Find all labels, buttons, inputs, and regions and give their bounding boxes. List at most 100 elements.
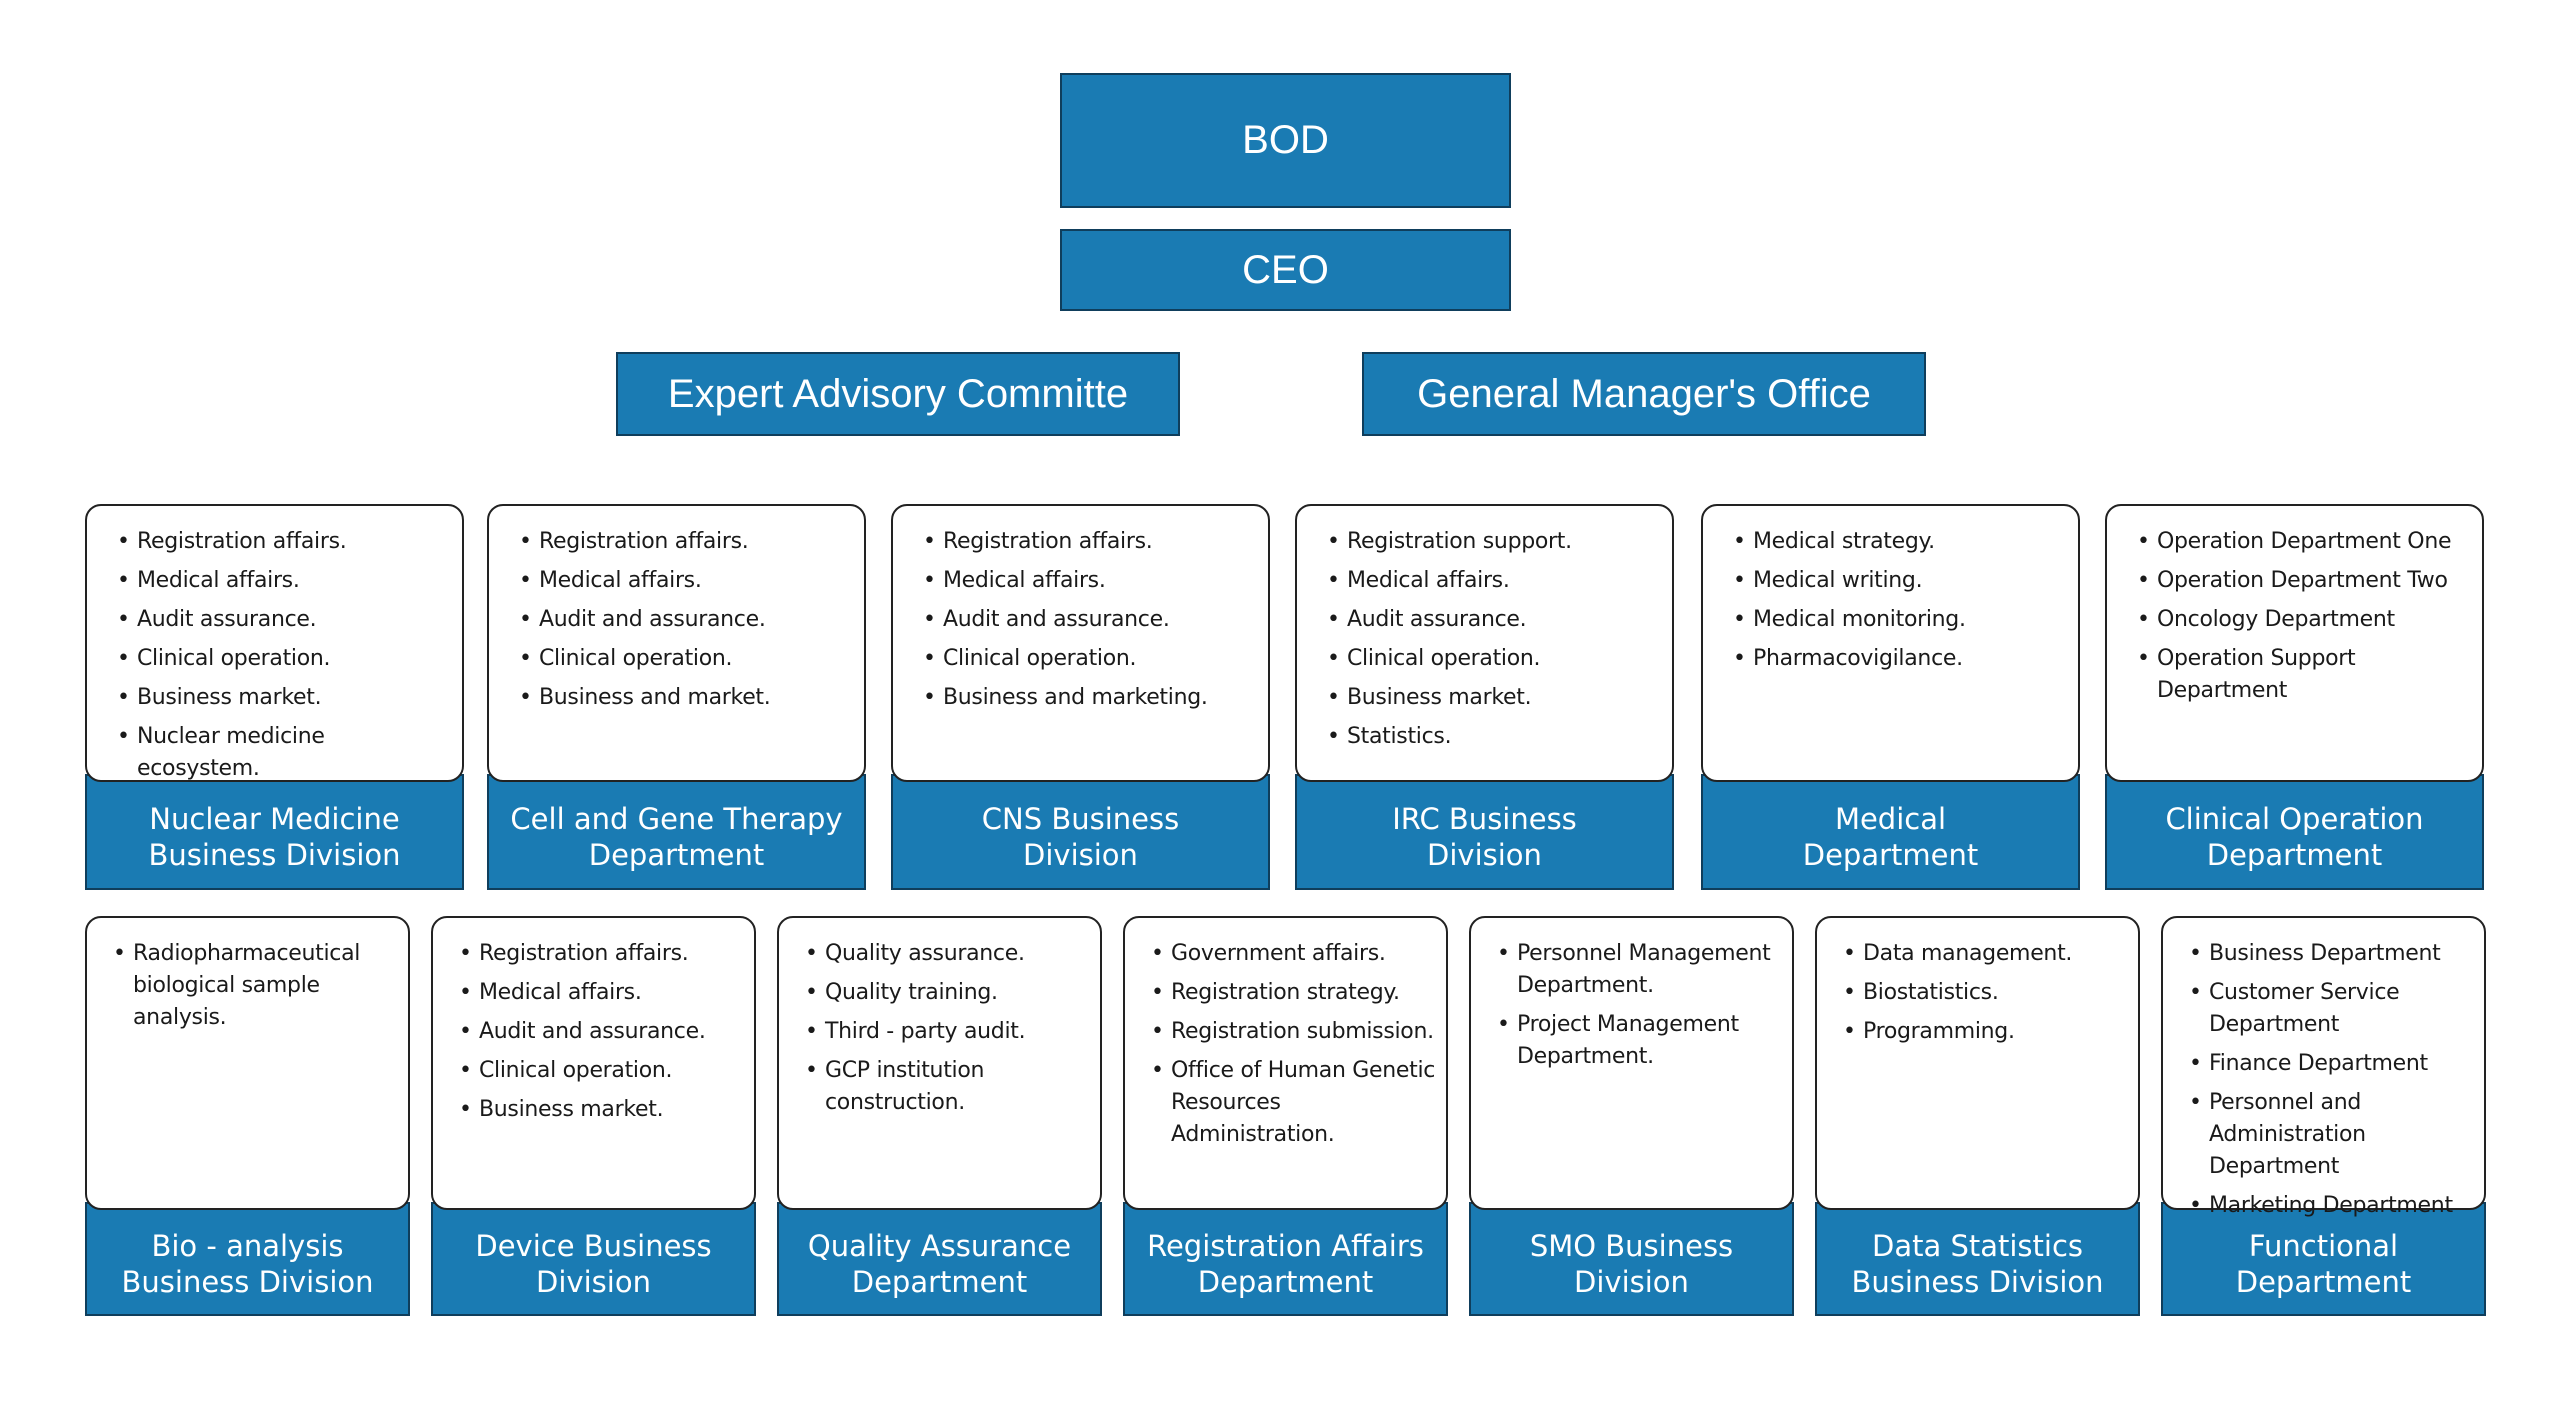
responsibility-item: Business Department [2189,938,2478,970]
department-card: IRC Business Division Registration suppor… [1295,504,1674,890]
department-card: Data Statistics Business Division Data ma… [1815,916,2140,1316]
responsibility-item: Medical affairs. [1327,565,1662,597]
responsibilities-panel: Medical strategy. Medical writing. Medical… [1701,504,2080,782]
responsibility-item: Registration affairs. [519,526,854,558]
responsibility-item: Medical strategy. [1733,526,2068,558]
responsibilities-list: Registration affairs. Medical affairs. Aud… [893,506,1268,714]
department-label: Medical Department [1701,774,2080,890]
responsibility-item: Clinical operation. [459,1055,748,1087]
responsibility-item: Clinical operation. [117,643,452,675]
responsibility-item: Quality training. [805,977,1094,1009]
responsibility-item: Audit and assurance. [519,604,854,636]
responsibilities-list: Medical strategy. Medical writing. Medical… [1703,506,2078,675]
responsibility-item: Business market. [459,1094,748,1126]
responsibilities-list: Registration affairs. Medical affairs. Aud… [489,506,864,714]
responsibility-item: Clinical operation. [519,643,854,675]
bod-box: BOD [1060,73,1511,208]
department-card: Device Business Division Registration aff… [431,916,756,1316]
responsibility-item: Clinical operation. [923,643,1258,675]
responsibility-item: Programming. [1843,1016,2132,1048]
responsibility-item: Oncology Department [2137,604,2472,636]
department-card: Nuclear Medicine Business DivisionRegist… [85,504,464,890]
department-label: IRC Business Division [1295,774,1674,890]
responsibility-item: Medical writing. [1733,565,2068,597]
responsibility-item: Audit and assurance. [923,604,1258,636]
department-label: Device Business Division [431,1202,756,1316]
responsibility-item: Finance Department [2189,1048,2478,1080]
responsibilities-panel: Registration affairs. Medical affairs. Aud… [85,504,464,782]
responsibility-item: Operation Department Two [2137,565,2472,597]
responsibilities-panel: Data management. Biostatistics. Programmin… [1815,916,2140,1210]
responsibility-item: Pharmacovigilance. [1733,643,2068,675]
responsibility-item: Medical affairs. [117,565,452,597]
responsibility-item: Medical monitoring. [1733,604,2068,636]
department-label: CNS Business Division [891,774,1270,890]
department-label: Nuclear Medicine Business Division [85,774,464,890]
department-card: Medical DepartmentMedical strategy.Medic… [1701,504,2080,890]
responsibility-item: Biostatistics. [1843,977,2132,1009]
responsibilities-list: Quality assurance.Quality training.Third… [779,918,1100,1119]
responsibility-item: Third - party audit. [805,1016,1094,1048]
department-card: Clinical Operation Department Operation D… [2105,504,2484,890]
responsibility-item: Operation Department One [2137,526,2472,558]
department-label: Clinical Operation Department [2105,774,2484,890]
responsibilities-list: Operation Department OneOperation Depart… [2107,506,2482,707]
responsibilities-panel: Registration support. Medical affairs. Aud… [1295,504,1674,782]
department-label: Registration Affairs Department [1123,1202,1448,1316]
responsibility-item: Audit assurance. [1327,604,1662,636]
general-managers-office-box: General Manager's Office [1362,352,1926,436]
department-label: Data Statistics Business Division [1815,1202,2140,1316]
responsibility-item: Business market. [117,682,452,714]
department-card: CNS Business Division Registration affair… [891,504,1270,890]
department-label: Cell and Gene Therapy Department [487,774,866,890]
responsibility-item: Office of Human Genetic Resources Admini… [1151,1055,1440,1151]
responsibility-item: Customer Service Department [2189,977,2478,1041]
responsibility-item: Medical affairs. [519,565,854,597]
responsibilities-list: Registration affairs. Medical affairs. Aud… [87,506,462,785]
department-card: Registration Affairs DepartmentGovernmen… [1123,916,1448,1316]
responsibilities-list: Personnel Management Department. Project … [1471,918,1792,1073]
responsibility-item: Statistics. [1327,721,1662,753]
responsibilities-list: Data management. Biostatistics. Programmin… [1817,918,2138,1048]
responsibility-item: Business and market. [519,682,854,714]
department-card: Quality Assurance Department Quality assu… [777,916,1102,1316]
responsibility-item: Data management. [1843,938,2132,970]
responsibilities-panel: Registration affairs. Medical affairs. Aud… [487,504,866,782]
responsibility-item: Radiopharmaceutical biological sample an… [113,938,402,1034]
responsibility-item: Personnel Management Department. [1497,938,1786,1002]
responsibility-item: Clinical operation. [1327,643,1662,675]
responsibilities-list: Registration affairs. Medical affairs. Aud… [433,918,754,1126]
responsibility-item: Registration submission. [1151,1016,1440,1048]
department-card: Bio - analysis Business Division Radiopha… [85,916,410,1316]
responsibility-item: Nuclear medicine ecosystem. [117,721,452,785]
department-label: SMO Business Division [1469,1202,1794,1316]
department-card: Cell and Gene Therapy Department Registra… [487,504,866,890]
responsibility-item: Registration support. [1327,526,1662,558]
responsibilities-panel: Government affairs. Registration strategy… [1123,916,1448,1210]
responsibilities-list: Registration support. Medical affairs. Aud… [1297,506,1672,753]
responsibilities-list: Radiopharmaceutical biological sample an… [87,918,408,1034]
ceo-box: CEO [1060,229,1511,311]
responsibility-item: Business market. [1327,682,1662,714]
responsibility-item: Marketing Department [2189,1190,2478,1222]
responsibility-item: Project Management Department. [1497,1009,1786,1073]
department-card: SMO Business Division Personnel Managemen… [1469,916,1794,1316]
responsibility-item: Registration strategy. [1151,977,1440,1009]
responsibility-item: Registration affairs. [117,526,452,558]
responsibility-item: Registration affairs. [923,526,1258,558]
responsibility-item: Government affairs. [1151,938,1440,970]
department-label: Quality Assurance Department [777,1202,1102,1316]
responsibilities-panel: Operation Department OneOperation Depart… [2105,504,2484,782]
responsibility-item: Audit assurance. [117,604,452,636]
department-card: Functional DepartmentBusiness Department… [2161,916,2486,1316]
department-label: Bio - analysis Business Division [85,1202,410,1316]
responsibilities-panel: Quality assurance.Quality training.Third… [777,916,1102,1210]
responsibilities-panel: Business DepartmentCustomer Service Depa… [2161,916,2486,1222]
responsibility-item: Operation Support Department [2137,643,2472,707]
responsibilities-panel: Personnel Management Department. Project … [1469,916,1794,1210]
responsibility-item: Business and marketing. [923,682,1258,714]
responsibility-item: Registration affairs. [459,938,748,970]
responsibility-item: Medical affairs. [923,565,1258,597]
responsibility-item: Medical affairs. [459,977,748,1009]
responsibility-item: Audit and assurance. [459,1016,748,1048]
